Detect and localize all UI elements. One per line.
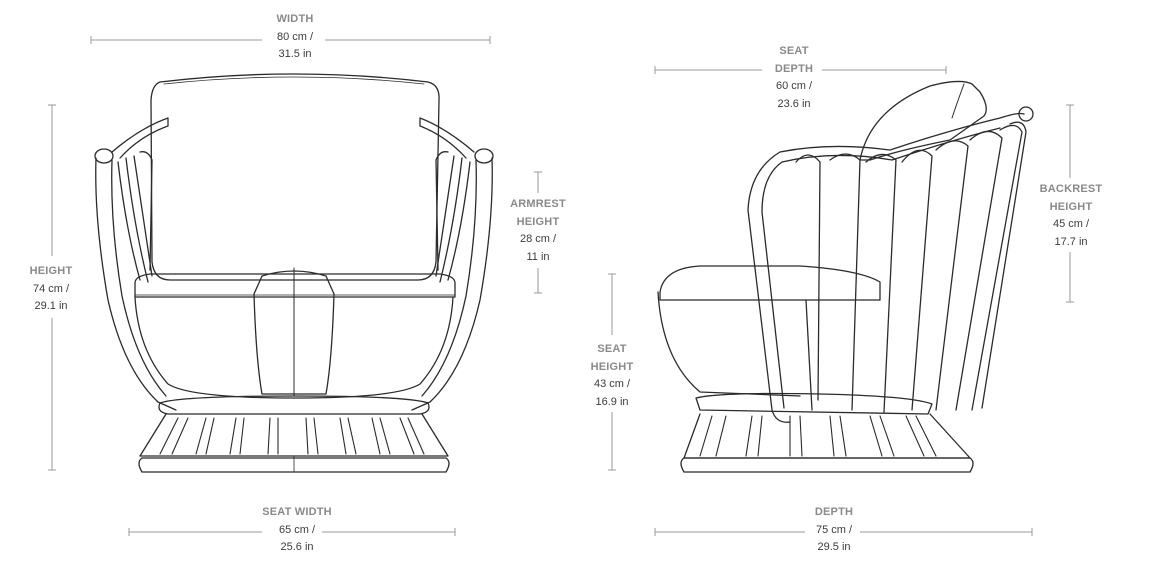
width-metric: 80 cm / <box>276 30 314 43</box>
chair-front-view <box>94 73 494 473</box>
height-dim-line <box>48 104 56 471</box>
armrest-height-label-1: ARMREST <box>510 198 566 210</box>
seat-width-metric: 65 cm / <box>278 523 316 536</box>
seat-height-label-1: SEAT <box>597 343 627 355</box>
armrest-height-label-2: HEIGHT <box>516 215 560 228</box>
side-seat-cushion <box>659 265 881 301</box>
backrest-height-imperial: 17.7 in <box>1054 235 1088 248</box>
side-top-rail <box>779 112 1025 153</box>
seat-height-dim-line <box>608 273 616 471</box>
base-slats <box>159 417 425 455</box>
height-imperial: 29.1 in <box>34 300 68 312</box>
seat-height-metric: 43 cm / <box>593 378 631 390</box>
backrest-height-label-group: BACKREST HEIGHT 45 cm / 17.7 in <box>1021 181 1121 251</box>
side-back-cushion <box>859 80 987 161</box>
backrest-height-label-1: BACKREST <box>1039 183 1103 195</box>
side-arm-post <box>747 151 791 423</box>
depth-dim-line <box>654 528 1033 536</box>
side-seat-bowl <box>657 291 801 397</box>
seat-depth-dim-line <box>654 66 947 74</box>
depth-label-group: DEPTH 75 cm / 29.5 in <box>784 504 884 557</box>
depth-imperial: 29.5 in <box>817 541 851 553</box>
left-arm-cap <box>94 148 114 164</box>
seat-width-imperial: 25.6 in <box>280 541 314 553</box>
left-arm-frame <box>111 117 169 159</box>
height-label-group: HEIGHT 74 cm / 29.1 in <box>6 263 96 316</box>
seat-width-label: SEAT WIDTH <box>262 506 332 518</box>
right-arm-frame <box>419 117 475 159</box>
base-top-ring <box>158 395 430 415</box>
backrest-height-metric: 45 cm / <box>1052 218 1090 230</box>
dimension-lines <box>48 36 1074 536</box>
side-base-ring <box>695 392 933 415</box>
seat-depth-label-2: DEPTH <box>774 62 814 75</box>
seat-depth-label-group: SEAT DEPTH 60 cm / 23.6 in <box>744 43 844 113</box>
armrest-height-label-group: ARMREST HEIGHT 28 cm / 11 in <box>493 196 583 266</box>
depth-label: DEPTH <box>814 506 854 518</box>
armrest-height-dim-line <box>534 171 542 294</box>
seat-depth-imperial: 23.6 in <box>777 97 811 110</box>
width-label: WIDTH <box>276 13 314 25</box>
height-label: HEIGHT <box>29 265 73 277</box>
seat-height-imperial: 16.9 in <box>595 395 629 408</box>
base-drum <box>139 413 449 457</box>
right-arm-cap <box>474 148 494 164</box>
height-metric: 74 cm / <box>32 282 70 295</box>
seat-height-label-group: SEAT HEIGHT 43 cm / 16.9 in <box>567 341 657 411</box>
backrest-height-label-2: HEIGHT <box>1049 200 1093 213</box>
base-foot <box>138 457 450 473</box>
side-back-ribs <box>795 121 1027 413</box>
side-rail-end <box>1018 106 1034 122</box>
seat-depth-label-1: SEAT <box>779 45 809 57</box>
seat-width-dim-line <box>128 528 456 536</box>
seat-width-label-group: SEAT WIDTH 65 cm / 25.6 in <box>237 504 357 557</box>
back-cushion <box>150 73 440 281</box>
seat-height-label-2: HEIGHT <box>590 360 634 373</box>
width-dim-line <box>90 36 491 44</box>
seat-cushion <box>134 273 456 298</box>
side-base-foot <box>680 457 974 473</box>
width-label-group: WIDTH 80 cm / 31.5 in <box>245 11 345 64</box>
backrest-height-dim-line <box>1066 104 1074 303</box>
side-base-slats <box>699 415 937 457</box>
depth-metric: 75 cm / <box>815 523 853 536</box>
width-imperial: 31.5 in <box>278 48 312 60</box>
armrest-height-imperial: 11 in <box>526 250 550 263</box>
center-cushion <box>253 270 335 395</box>
side-base-drum <box>683 413 971 459</box>
armrest-height-metric: 28 cm / <box>519 233 557 245</box>
seat-depth-metric: 60 cm / <box>775 80 813 92</box>
chair-side-view <box>657 80 1034 473</box>
seat-bowl <box>134 296 454 399</box>
